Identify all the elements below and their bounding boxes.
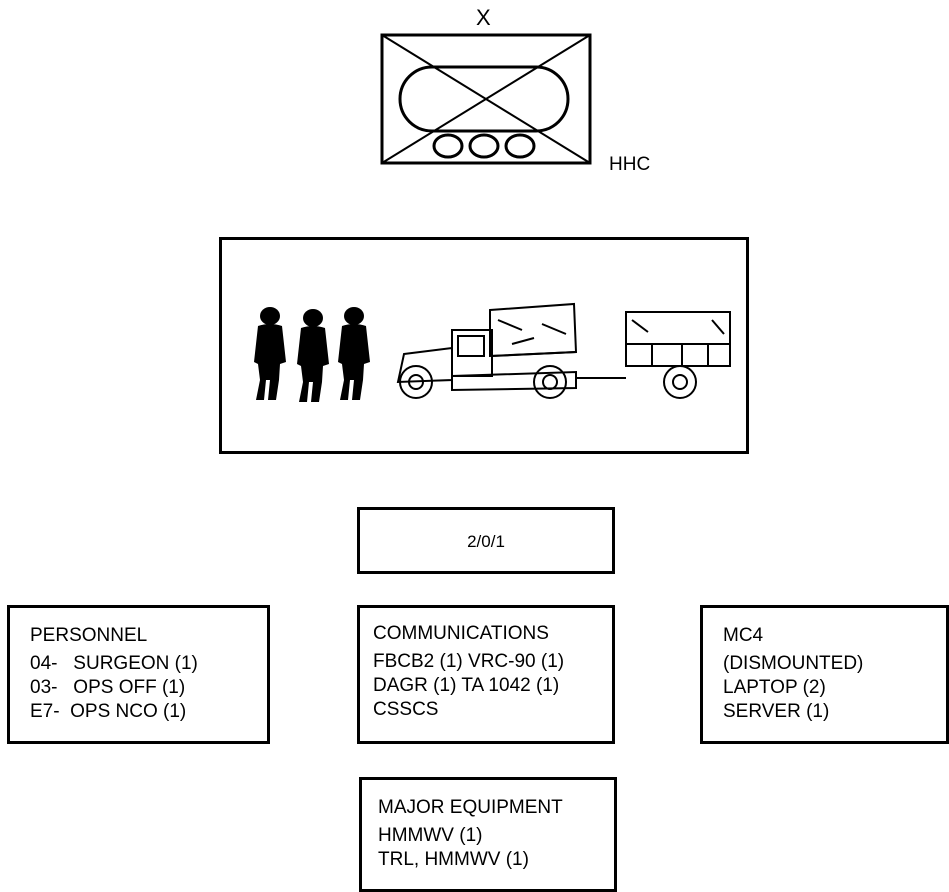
mc4-line: LAPTOP (2): [723, 677, 826, 698]
illustration-box: [219, 237, 749, 454]
communications-title: COMMUNICATIONS: [373, 623, 549, 644]
personnel-line: 04- SURGEON (1): [30, 653, 198, 674]
soldier-icon: [338, 307, 370, 400]
strength-box: 2/0/1: [357, 507, 615, 574]
personnel-line: E7- OPS NCO (1): [30, 701, 187, 722]
major-equipment-box: MAJOR EQUIPMENT HMMWV (1) TRL, HMMWV (1): [359, 777, 617, 892]
strength-value: 2/0/1: [467, 532, 505, 551]
communications-box: COMMUNICATIONS FBCB2 (1) VRC-90 (1) DAGR…: [357, 605, 615, 744]
mc4-line: SERVER (1): [723, 701, 830, 722]
illustration-art: [254, 302, 731, 402]
communications-line: FBCB2 (1) VRC-90 (1): [373, 651, 565, 672]
major-equipment-title: MAJOR EQUIPMENT: [378, 797, 563, 818]
unit-label: HHC: [609, 154, 651, 175]
unit-symbol: [380, 33, 592, 165]
echelon-label: X: [476, 5, 491, 30]
major-equipment-line: TRL, HMMWV (1): [378, 849, 529, 870]
humvee-icon: [396, 302, 626, 399]
communications-line: DAGR (1) TA 1042 (1): [373, 675, 560, 696]
soldier-icon: [254, 307, 286, 400]
mc4-box: MC4 (DISMOUNTED) LAPTOP (2) SERVER (1): [700, 605, 949, 744]
personnel-box: PERSONNEL 04- SURGEON (1) 03- OPS OFF (1…: [7, 605, 270, 744]
mc4-title: MC4: [723, 625, 764, 646]
trailer-icon: [625, 311, 731, 399]
soldier-icon: [297, 309, 329, 402]
communications-line: CSSCS: [373, 699, 439, 720]
personnel-title: PERSONNEL: [30, 625, 148, 646]
personnel-line: 03- OPS OFF (1): [30, 677, 186, 698]
major-equipment-line: HMMWV (1): [378, 825, 483, 846]
mc4-line: (DISMOUNTED): [723, 653, 864, 674]
